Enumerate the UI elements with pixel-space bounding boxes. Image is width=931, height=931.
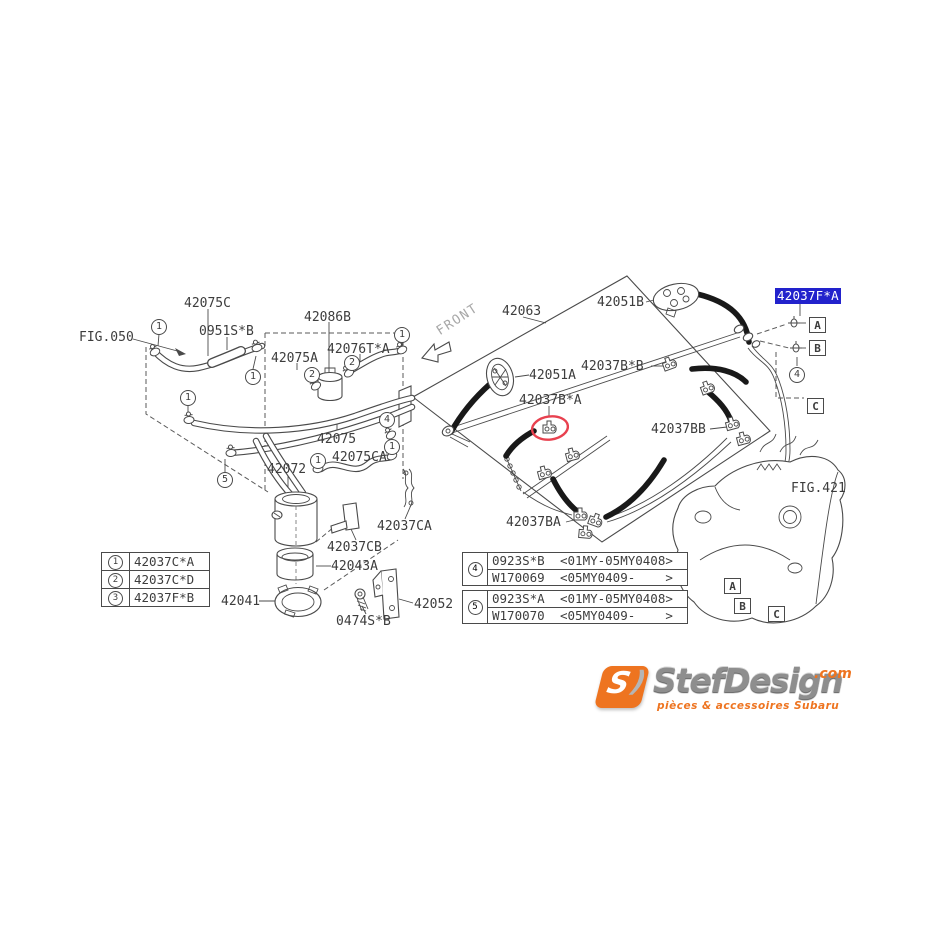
callout-4: 4: [789, 367, 805, 383]
applicability-table-4: 4 0923S*B <01MY-05MY0408> W170069 <05MY0…: [462, 552, 688, 586]
model-year-range: <05MY0409- >: [560, 607, 673, 623]
logo-brand-text: StefDesign: [653, 661, 844, 700]
part-label-42075: 42075: [317, 432, 357, 447]
marker-box-a: A: [809, 317, 826, 333]
legend-callout: 2: [108, 572, 123, 588]
part-number: W170070: [492, 607, 545, 623]
marker-box-a: A: [724, 578, 741, 594]
callout-1: 1: [180, 390, 196, 406]
part-label-0951SB: 0951S*B: [199, 324, 254, 339]
part-label-42037BA: 42037BA: [506, 515, 561, 530]
part-label-0474SB: 0474S*B: [336, 614, 391, 629]
part-number: 0923S*A: [492, 591, 545, 607]
part-label-42037B-B: 42037B*B: [581, 359, 644, 374]
part-label-42086B: 42086B: [304, 310, 351, 325]
part-label-42041: 42041: [221, 594, 261, 609]
part-label-42037B-A: 42037B*A: [519, 393, 582, 408]
fig-ref-050: FIG.050: [79, 330, 134, 345]
table-row: 2 42037C*D: [101, 570, 210, 589]
part-number: W170069: [492, 569, 545, 585]
table-row: W170070 <05MY0409- >: [488, 608, 687, 624]
marker-box-c: C: [807, 398, 824, 414]
part-label-42037CB: 42037CB: [327, 540, 382, 555]
marker-box-c: C: [768, 606, 785, 622]
callout-1: 1: [384, 439, 400, 455]
table-row: 3 42037F*B: [101, 588, 210, 607]
table-row: W170069 <05MY0409- >: [488, 570, 687, 586]
part-label-42052: 42052: [414, 597, 454, 612]
part-label-42037BB: 42037BB: [651, 422, 706, 437]
table-row: 0923S*B <01MY-05MY0408>: [488, 553, 687, 570]
part-label-42072: 42072: [267, 462, 307, 477]
part-label-42076TA: 42076T*A: [327, 342, 390, 357]
callout-1: 1: [394, 327, 410, 343]
fig-ref-421: FIG.421: [791, 481, 846, 496]
part-label-42075CA: 42075CA: [332, 450, 387, 465]
part-label-42043A: 42043A: [331, 559, 378, 574]
part-label-42037CA: 42037CA: [377, 519, 432, 534]
legend-part: 42037F*B: [129, 588, 210, 607]
part-number: 0923S*B: [492, 553, 545, 569]
callout-4: 4: [379, 412, 395, 428]
model-year-range: <05MY0409- >: [560, 569, 673, 585]
marker-box-b: B: [734, 598, 751, 614]
callout-5: 5: [217, 472, 233, 488]
legend-part: 42037C*A: [129, 552, 210, 571]
callout-2: 2: [344, 355, 360, 371]
selection-marker: [530, 415, 570, 441]
logo-tagline: pièces & accessoires Subaru: [657, 700, 840, 712]
part-label-42051A: 42051A: [529, 368, 576, 383]
legend-table: 1 42037C*A 2 42037C*D 3 42037F*B: [101, 552, 210, 607]
logo-tld-text: .com: [814, 666, 852, 682]
part-label-42075A: 42075A: [271, 351, 318, 366]
callout-1: 1: [245, 369, 261, 385]
table-callout: 5: [467, 599, 483, 615]
callout-2: 2: [304, 367, 320, 383]
selected-part-label[interactable]: 42037F*A: [775, 287, 841, 304]
part-label-42063: 42063: [502, 304, 542, 319]
model-year-range: <01MY-05MY0408>: [560, 591, 673, 607]
marker-box-b: B: [809, 340, 826, 356]
table-row: 0923S*A <01MY-05MY0408>: [488, 591, 687, 608]
logo-monogram-icon: S ): [593, 665, 651, 708]
table-callout: 4: [467, 561, 483, 577]
callout-1: 1: [151, 319, 167, 335]
part-label-42051B: 42051B: [597, 295, 644, 310]
legend-callout: 1: [108, 554, 123, 570]
legend-part: 42037C*D: [129, 570, 210, 589]
stefdesign-logo: S ) StefDesign .com pièces & accessoires…: [593, 661, 867, 716]
part-label-42075C: 42075C: [184, 296, 231, 311]
model-year-range: <01MY-05MY0408>: [560, 553, 673, 569]
callout-1: 1: [310, 453, 326, 469]
legend-callout: 3: [108, 590, 123, 606]
table-row: 1 42037C*A: [101, 552, 210, 571]
applicability-table-5: 5 0923S*A <01MY-05MY0408> W170070 <05MY0…: [462, 590, 688, 624]
